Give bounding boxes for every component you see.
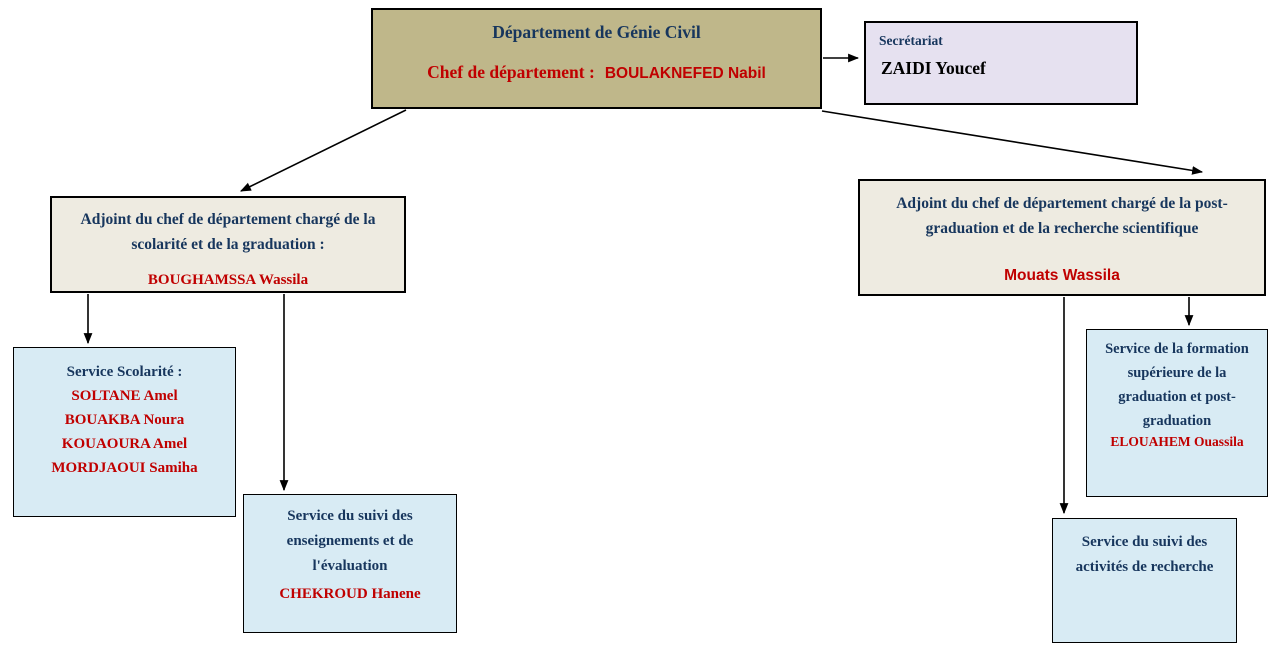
- arrow-root-to-adjoint-scolarite: [240, 109, 407, 192]
- service-scolarite-member: MORDJAOUI Samiha: [51, 460, 198, 476]
- department-title: Département de Génie Civil: [492, 22, 701, 42]
- service-formation-title: Service de la formation supérieure de la…: [1105, 341, 1249, 429]
- service-scolarite-box: Service Scolarité : SOLTANE Amel BOUAKBA…: [13, 347, 236, 517]
- service-enseignements-title: Service du suivi des enseignements et de…: [286, 508, 414, 574]
- secretariat-box: Secrétariat ZAIDI Youcef: [864, 21, 1138, 105]
- adjoint-postgrad-name: Mouats Wassila: [1004, 267, 1120, 284]
- adjoint-scolarite-box: Adjoint du chef de département chargé de…: [50, 196, 406, 293]
- service-enseignements-box: Service du suivi des enseignements et de…: [243, 494, 457, 633]
- service-formation-box: Service de la formation supérieure de la…: [1086, 329, 1268, 497]
- service-scolarite-member: BOUAKBA Noura: [64, 412, 185, 428]
- secretariat-name: ZAIDI Youcef: [881, 58, 986, 78]
- service-scolarite-member: KOUAOURA Amel: [61, 436, 188, 452]
- service-recherche-title: Service du suivi des activités de recher…: [1075, 534, 1214, 575]
- service-formation-name: ELOUAHEM Ouassila: [1110, 434, 1244, 449]
- secretariat-title: Secrétariat: [879, 33, 943, 48]
- department-chef-line: Chef de département : BOULAKNEFED Nabil: [373, 62, 820, 83]
- adjoint-postgrad-box: Adjoint du chef de département chargé de…: [858, 179, 1266, 296]
- chef-label: Chef de département :: [427, 62, 595, 82]
- department-head-box: Département de Génie Civil Chef de dépar…: [371, 8, 822, 109]
- service-recherche-box: Service du suivi des activités de recher…: [1052, 518, 1237, 643]
- adjoint-scolarite-title: Adjoint du chef de département chargé de…: [80, 211, 376, 253]
- arrow-root-to-adjoint-postgrad: [821, 110, 1204, 175]
- chef-name: BOULAKNEFED Nabil: [604, 65, 766, 82]
- service-scolarite-member: SOLTANE Amel: [71, 388, 178, 404]
- adjoint-scolarite-name: BOUGHAMSSA Wassila: [147, 272, 309, 288]
- service-scolarite-title: Service Scolarité :: [66, 364, 183, 380]
- adjoint-postgrad-title: Adjoint du chef de département chargé de…: [896, 195, 1228, 237]
- service-enseignements-name: CHEKROUD Hanene: [279, 586, 421, 602]
